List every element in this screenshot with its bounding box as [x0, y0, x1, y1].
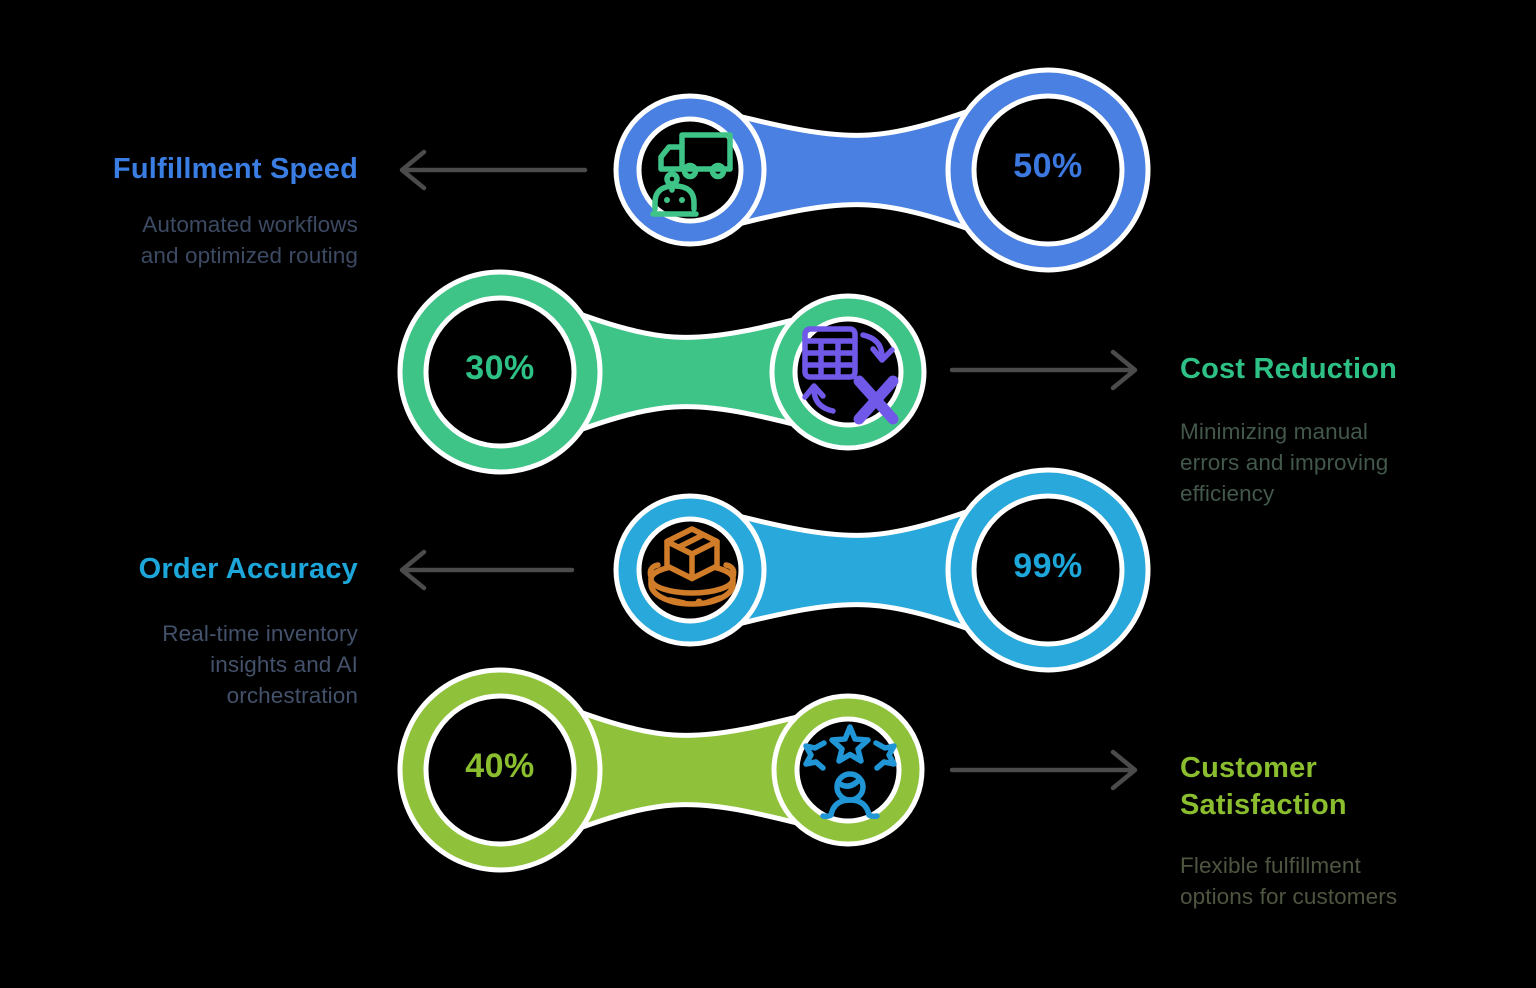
dumbbell-fulfillment-speed [399, 67, 1151, 273]
description-line: efficiency [1180, 481, 1275, 506]
order-accuracy-label-block: Order Accuracy Real-time inventory insig… [60, 552, 358, 711]
title-line: Customer [1180, 752, 1317, 784]
arrow-to-customer-satisfaction-label [949, 749, 1138, 791]
cost-reduction-title: Cost Reduction [1180, 353, 1398, 385]
order-accuracy-description: Real-time inventory insights and AI orch… [60, 618, 358, 711]
description-line: Flexible fulfillment [1180, 853, 1361, 878]
robot-delivery-truck-icon [650, 132, 733, 217]
description-line: Automated workflows [142, 212, 358, 237]
fulfillment-speed-value: 50% [1013, 147, 1083, 185]
order-accuracy-title: Order Accuracy [138, 553, 358, 585]
description-line: orchestration [226, 683, 358, 708]
arrow-to-cost-reduction-label [949, 349, 1138, 391]
value-circle-inner [423, 295, 577, 449]
description-line: insights and AI [210, 652, 358, 677]
customer-satisfaction-value: 40% [465, 747, 535, 785]
fulfillment-speed-description: Automated workflows and optimized routin… [60, 209, 358, 271]
arrow-to-fulfillment-speed-label [399, 149, 588, 191]
customer-satisfaction-description: Flexible fulfillment options for custome… [1180, 850, 1510, 912]
description-line: Real-time inventory [162, 621, 358, 646]
value-circle-inner [423, 693, 577, 847]
spreadsheet-sync-icon [802, 326, 899, 425]
customer-satisfaction-label-block: Customer Satisfaction Flexible fulfillme… [1180, 750, 1510, 912]
cost-reduction-description: Minimizing manual errors and improving e… [1180, 416, 1510, 509]
description-line: Minimizing manual [1180, 419, 1369, 444]
description-line: and optimized routing [140, 243, 358, 268]
cost-reduction-label-block: Cost Reduction Minimizing manual errors … [1180, 352, 1510, 509]
description-line: options for customers [1180, 884, 1398, 909]
package-scanner-icon [647, 526, 737, 607]
title-line: Satisfaction [1180, 789, 1347, 821]
fulfillment-speed-label-block: Fulfillment Speed Automated workflows an… [60, 152, 358, 271]
customer-satisfaction-title: Customer Satisfaction [1180, 750, 1510, 824]
dumbbell-cost-reduction [397, 269, 1138, 475]
customer-rating-icon [803, 724, 897, 820]
cost-reduction-value: 30% [465, 349, 535, 387]
dumbbell-customer-satisfaction [397, 667, 1138, 873]
arrow-to-order-accuracy-label [399, 549, 575, 591]
value-circle-inner [971, 493, 1125, 647]
dumbbell-order-accuracy [399, 467, 1151, 673]
value-circle-inner [971, 93, 1125, 247]
fulfillment-speed-title: Fulfillment Speed [112, 153, 358, 185]
order-accuracy-value: 99% [1013, 547, 1083, 585]
description-line: errors and improving [1180, 450, 1389, 475]
